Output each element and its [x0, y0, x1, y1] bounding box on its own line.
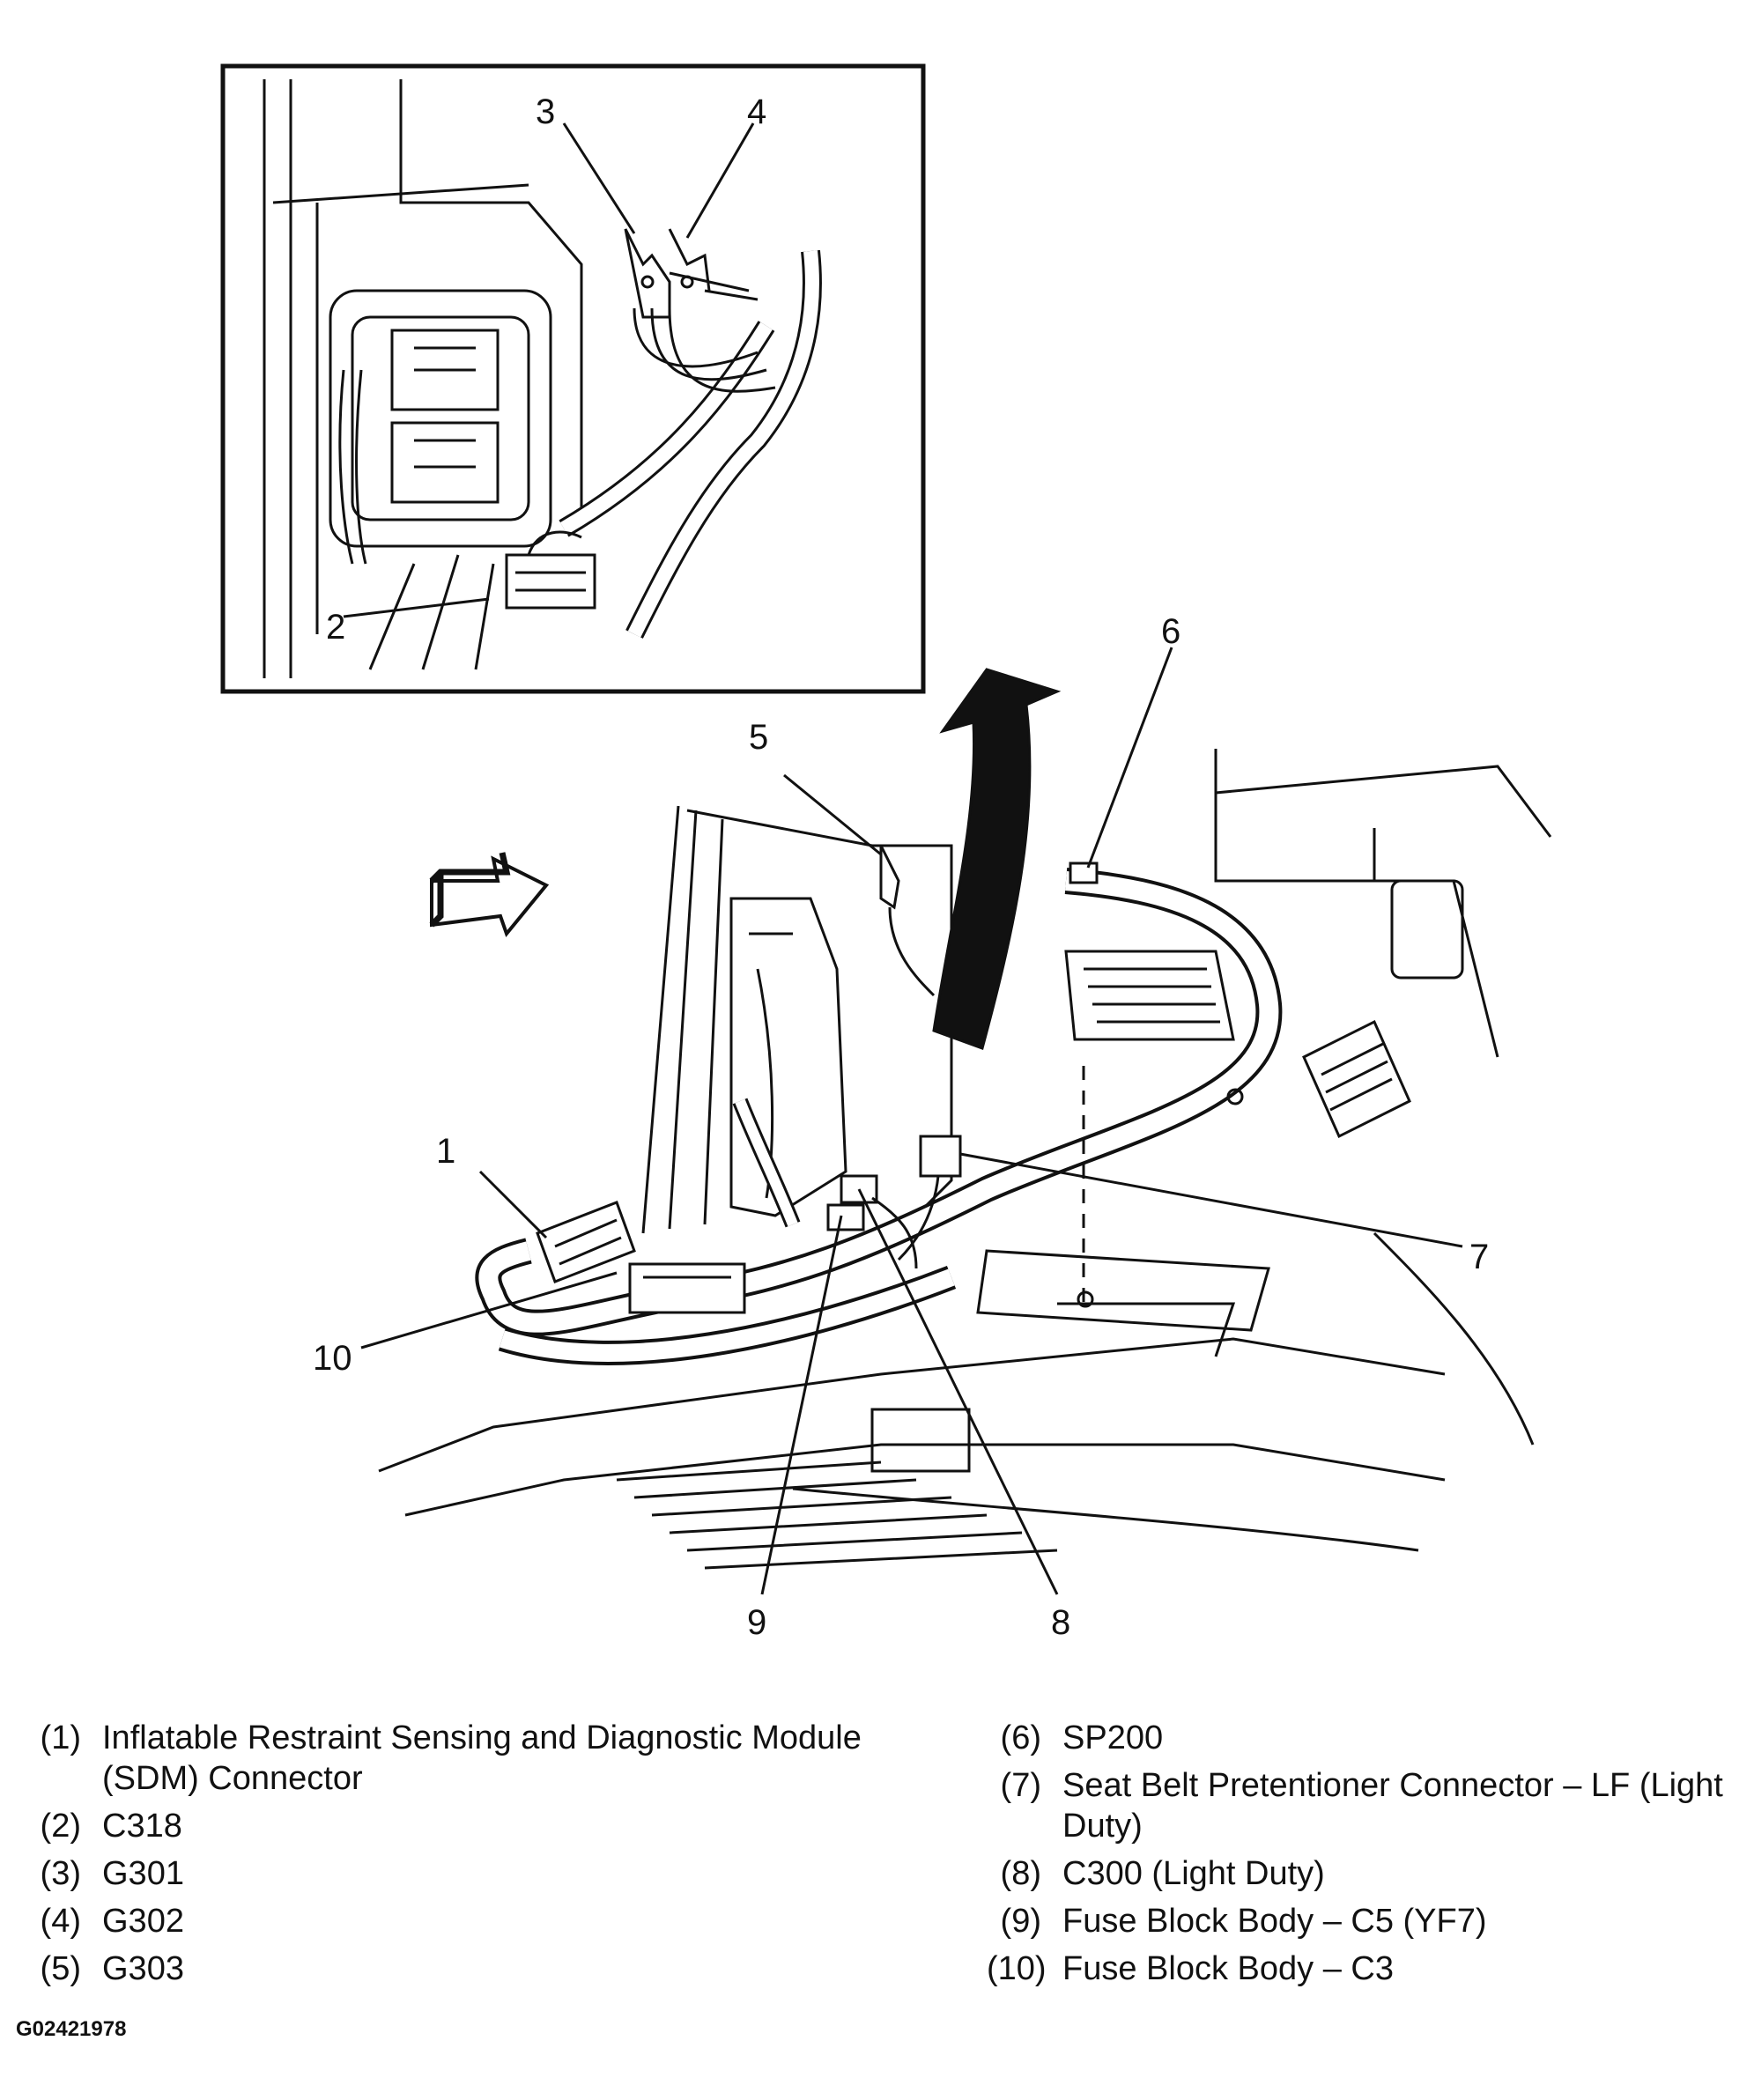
legend-num: (4)	[40, 1903, 81, 1940]
legend-num: (6)	[1000, 1719, 1041, 1756]
legend-num: (7)	[1000, 1767, 1041, 1804]
callout-10: 10	[313, 1339, 352, 1378]
callout-9: 9	[747, 1603, 766, 1642]
legend-item-8: (8) C300 (Light Duty)	[987, 1853, 1744, 1894]
fuse-block-c3-connector	[628, 1262, 746, 1314]
legend-num: (9)	[1000, 1903, 1041, 1940]
legend-right-column: (6) SP200 (7) Seat Belt Pretentioner Con…	[987, 1718, 1744, 1996]
inset-frame	[220, 63, 926, 694]
legend-item-7: (7) Seat Belt Pretentioner Connector – L…	[987, 1765, 1744, 1846]
legend-item-5: (5) G303	[26, 1948, 907, 1989]
legend-item-2: (2) C318	[26, 1806, 907, 1846]
sp200-splice	[1069, 861, 1099, 884]
legend-text: Inflatable Restraint Sensing and Diagnos…	[102, 1719, 862, 1797]
legend-text: SP200	[1062, 1719, 1164, 1756]
figure-code: G02421978	[16, 2017, 127, 2041]
callout-1: 1	[436, 1132, 455, 1171]
fuse-block-c5-connector	[826, 1203, 865, 1231]
legend-num: (1)	[40, 1719, 81, 1756]
legend-text: G301	[102, 1855, 184, 1892]
legend-text: Fuse Block Body – C5 (YF7)	[1062, 1903, 1487, 1940]
callout-5: 5	[749, 718, 768, 757]
sdm-connector	[536, 1201, 636, 1283]
accelerator-pedal	[1302, 1019, 1411, 1139]
legend-num: (8)	[1000, 1855, 1041, 1892]
brake-pedal	[1064, 950, 1235, 1041]
legend-text: G303	[102, 1950, 184, 1987]
legend-text: C300 (Light Duty)	[1062, 1855, 1325, 1892]
legend-left-column: (1) Inflatable Restraint Sensing and Dia…	[26, 1718, 907, 1996]
sdm-housing	[329, 289, 552, 548]
legend-text: Seat Belt Pretentioner Connector – LF (L…	[1062, 1767, 1723, 1845]
c318-connector	[505, 553, 596, 610]
legend-num: (2)	[40, 1808, 81, 1845]
callout-8: 8	[1051, 1603, 1070, 1642]
legend-item-10: (10) Fuse Block Body – C3	[987, 1948, 1744, 1989]
legend-item-6: (6) SP200	[987, 1718, 1744, 1758]
leader-lines	[343, 122, 1463, 1595]
harness-diagram: 1 2 3 4 5 6 7 8 9 10	[220, 63, 1552, 1642]
detail-arrow-icon	[932, 668, 1062, 1050]
callout-2: 2	[326, 608, 345, 647]
callout-3: 3	[536, 92, 555, 131]
legend-item-3: (3) G301	[26, 1853, 907, 1894]
legend-text: G302	[102, 1903, 184, 1940]
callout-6: 6	[1161, 612, 1180, 651]
legend-item-4: (4) G302	[26, 1901, 907, 1941]
callout-7: 7	[1469, 1238, 1489, 1276]
legend-num: (3)	[40, 1855, 81, 1892]
callout-4: 4	[747, 92, 766, 131]
legend-text: C318	[102, 1808, 182, 1845]
main-view	[378, 668, 1552, 1570]
legend-text: Fuse Block Body – C3	[1062, 1950, 1394, 1987]
legend-num: (10)	[987, 1950, 1047, 1987]
seat-belt-pretentioner-connector	[919, 1135, 962, 1178]
inset-detail-view	[220, 63, 926, 694]
legend-num: (5)	[40, 1950, 81, 1987]
legend-item-9: (9) Fuse Block Body – C5 (YF7)	[987, 1901, 1744, 1941]
legend-item-1: (1) Inflatable Restraint Sensing and Dia…	[26, 1718, 907, 1799]
